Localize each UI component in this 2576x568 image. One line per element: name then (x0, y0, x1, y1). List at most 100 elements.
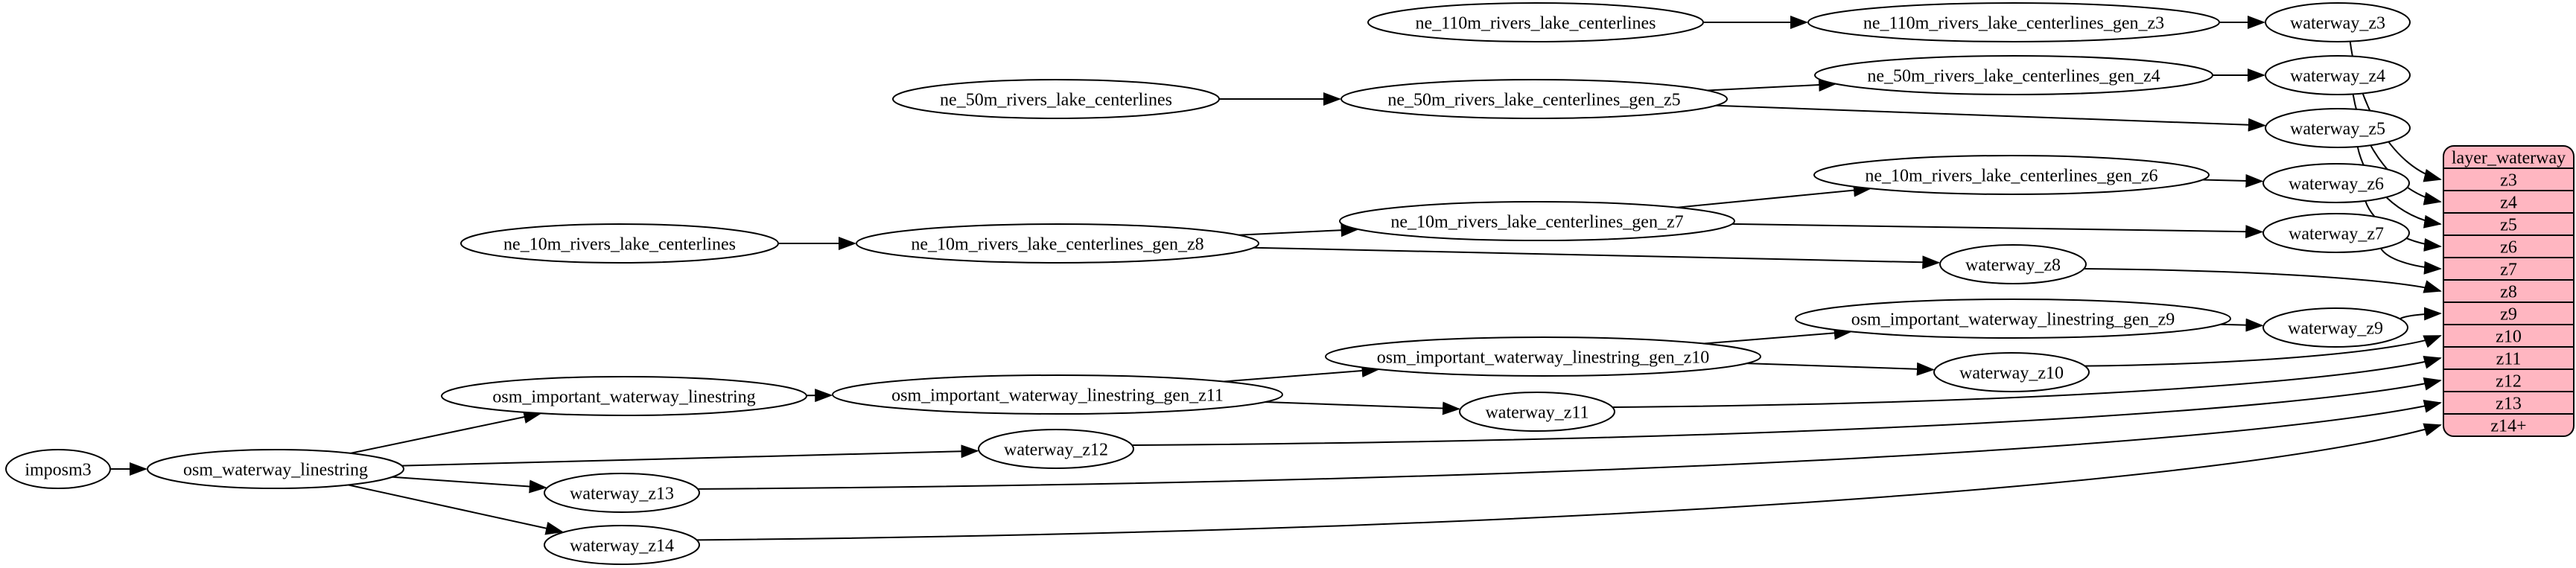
node-ellipse-ne_50m_rivers_lake_centerlines (892, 79, 1220, 119)
node-label-waterway_z10: waterway_z10 (1959, 363, 2064, 383)
edge-waterway_z8-to-layer_waterway-z8 (2084, 268, 2442, 293)
node-ellipse-osm_important_waterway_linestring_gen_z10 (1325, 336, 1761, 377)
node-ellipse-waterway_z14 (544, 525, 700, 565)
node-ne_10m_rivers_lake_centerlines_gen_z8: ne_10m_rivers_lake_centerlines_gen_z8 (856, 223, 1259, 264)
node-waterway_z7: waterway_z7 (2262, 213, 2410, 253)
table-row-z8: z8 (2500, 282, 2517, 301)
edge-osm_important_waterway_linestring_gen_z10-to-waterway_z10 (1746, 362, 1935, 376)
node-ellipse-waterway_z9 (2262, 307, 2408, 348)
node-osm_important_waterway_linestring_gen_z9: osm_important_waterway_linestring_gen_z9 (1795, 299, 2231, 339)
node-waterway_z14: waterway_z14 (544, 525, 700, 565)
node-label-osm_waterway_linestring: osm_waterway_linestring (183, 460, 368, 479)
table-row-z10: z10 (2496, 327, 2522, 346)
node-label-ne_50m_rivers_lake_centerlines_gen_z4: ne_50m_rivers_lake_centerlines_gen_z4 (1867, 66, 2160, 86)
node-ellipse-osm_waterway_linestring (147, 449, 404, 489)
node-label-waterway_z12: waterway_z12 (1004, 440, 1108, 459)
node-ellipse-ne_110m_rivers_lake_centerlines (1367, 2, 1704, 42)
node-waterway_z12: waterway_z12 (978, 429, 1134, 469)
node-ellipse-waterway_z7 (2262, 213, 2410, 253)
table-header-label: layer_waterway (2452, 148, 2566, 167)
node-label-osm_important_waterway_linestring_gen_z9: osm_important_waterway_linestring_gen_z9 (1851, 310, 2175, 329)
node-ellipse-ne_10m_rivers_lake_centerlines_gen_z7 (1339, 201, 1735, 241)
node-waterway_z10: waterway_z10 (1933, 352, 2090, 392)
node-waterway_z11: waterway_z11 (1459, 392, 1615, 432)
node-label-ne_50m_rivers_lake_centerlines_gen_z5: ne_50m_rivers_lake_centerlines_gen_z5 (1387, 90, 1680, 109)
edge-osm_waterway_linestring-to-waterway_z13 (392, 476, 547, 494)
edge-osm_important_waterway_linestring_gen_z11-to-osm_important_waterway_linestring_gen_z10 (1224, 364, 1380, 383)
node-waterway_z3: waterway_z3 (2265, 2, 2411, 42)
node-ellipse-waterway_z8 (1939, 244, 2087, 284)
node-label-osm_important_waterway_linestring_gen_z10: osm_important_waterway_linestring_gen_z1… (1377, 348, 1710, 367)
node-label-ne_10m_rivers_lake_centerlines_gen_z8: ne_10m_rivers_lake_centerlines_gen_z8 (911, 234, 1203, 254)
node-label-waterway_z5: waterway_z5 (2290, 119, 2385, 138)
edge-waterway_z11-to-layer_waterway-z11 (1612, 355, 2442, 408)
edge-waterway_z10-to-layer_waterway-z10 (2084, 335, 2442, 367)
node-ellipse-waterway_z11 (1459, 392, 1615, 432)
node-label-ne_10m_rivers_lake_centerlines_gen_z6: ne_10m_rivers_lake_centerlines_gen_z6 (1865, 166, 2157, 185)
node-waterway_z6: waterway_z6 (2262, 163, 2410, 203)
node-label-waterway_z7: waterway_z7 (2289, 224, 2384, 243)
node-ellipse-ne_10m_rivers_lake_centerlines_gen_z8 (856, 223, 1259, 264)
node-label-waterway_z13: waterway_z13 (570, 484, 674, 503)
node-osm_waterway_linestring: osm_waterway_linestring (147, 449, 404, 489)
node-ellipse-waterway_z3 (2265, 2, 2411, 42)
edge-ne_10m_rivers_lake_centerlines_gen_z8-to-ne_10m_rivers_lake_centerlines_gen_z7 (1238, 223, 1359, 237)
node-label-ne_10m_rivers_lake_centerlines: ne_10m_rivers_lake_centerlines (503, 234, 736, 254)
edge-ne_10m_rivers_lake_centerlines_gen_z8-to-waterway_z8 (1253, 246, 1941, 269)
edge-osm_waterway_linestring-to-osm_important_waterway_linestring (350, 410, 542, 454)
node-ne_50m_rivers_lake_centerlines_gen_z4: ne_50m_rivers_lake_centerlines_gen_z4 (1814, 55, 2213, 95)
node-ellipse-ne_10m_rivers_lake_centerlines_gen_z6 (1813, 155, 2210, 195)
node-ellipse-waterway_z12 (978, 429, 1134, 469)
table-row-z4: z4 (2500, 193, 2517, 212)
node-ellipse-waterway_z5 (2265, 108, 2411, 148)
edge-ne_10m_rivers_lake_centerlines_gen_z6-to-waterway_z6 (2202, 173, 2264, 188)
edges-layer (110, 16, 2442, 541)
table-layer_waterway: layer_waterwayz3z4z5z6z7z8z9z10z11z12z13… (2443, 145, 2575, 437)
table-row-z3: z3 (2500, 170, 2517, 190)
node-ne_50m_rivers_lake_centerlines: ne_50m_rivers_lake_centerlines (892, 79, 1220, 119)
node-waterway_z13: waterway_z13 (544, 473, 700, 513)
table-row-z6: z6 (2500, 237, 2517, 257)
edge-ne_10m_rivers_lake_centerlines_gen_z7-to-ne_10m_rivers_lake_centerlines_gen_z6 (1677, 183, 1871, 208)
table-row-z9: z9 (2500, 304, 2517, 324)
node-ellipse-osm_important_waterway_linestring (441, 376, 807, 416)
node-label-osm_important_waterway_linestring: osm_important_waterway_linestring (492, 387, 755, 406)
node-label-waterway_z4: waterway_z4 (2290, 66, 2385, 86)
node-waterway_z4: waterway_z4 (2265, 55, 2411, 95)
edge-osm_important_waterway_linestring_gen_z9-to-waterway_z9 (2220, 318, 2264, 332)
node-osm_important_waterway_linestring_gen_z11: osm_important_waterway_linestring_gen_z1… (832, 374, 1283, 415)
node-label-waterway_z9: waterway_z9 (2288, 319, 2383, 338)
node-osm_important_waterway_linestring_gen_z10: osm_important_waterway_linestring_gen_z1… (1325, 336, 1761, 377)
edge-osm_waterway_linestring-to-waterway_z12 (401, 444, 979, 467)
node-ellipse-osm_important_waterway_linestring_gen_z11 (832, 374, 1283, 415)
node-waterway_z8: waterway_z8 (1939, 244, 2087, 284)
node-imposm3: imposm3 (5, 449, 111, 489)
node-label-ne_110m_rivers_lake_centerlines: ne_110m_rivers_lake_centerlines (1416, 13, 1656, 33)
edge-osm_important_waterway_linestring_gen_z11-to-waterway_z11 (1265, 401, 1460, 415)
node-ne_10m_rivers_lake_centerlines: ne_10m_rivers_lake_centerlines (460, 223, 779, 264)
node-ellipse-ne_10m_rivers_lake_centerlines (460, 223, 779, 264)
nodes-layer: imposm3 osm_waterway_linestring osm_import… (5, 2, 2411, 565)
node-ellipse-waterway_z10 (1933, 352, 2090, 392)
node-ellipse-waterway_z6 (2262, 163, 2410, 203)
edge-osm_waterway_linestring-to-waterway_z14 (348, 484, 564, 535)
edge-waterway_z13-to-layer_waterway-z13 (697, 399, 2442, 490)
node-label-waterway_z11: waterway_z11 (1485, 403, 1588, 422)
node-label-waterway_z6: waterway_z6 (2289, 174, 2384, 194)
edge-ne_10m_rivers_lake_centerlines_gen_z7-to-waterway_z7 (1731, 223, 2264, 239)
node-waterway_z9: waterway_z9 (2262, 307, 2408, 348)
table-row-z11: z11 (2496, 349, 2522, 368)
node-label-ne_50m_rivers_lake_centerlines: ne_50m_rivers_lake_centerlines (940, 90, 1172, 109)
node-ne_110m_rivers_lake_centerlines_gen_z3: ne_110m_rivers_lake_centerlines_gen_z3 (1807, 2, 2220, 42)
edge-osm_important_waterway_linestring_gen_z10-to-osm_important_waterway_linestring_gen_z9 (1704, 326, 1852, 345)
node-label-imposm3: imposm3 (25, 460, 91, 479)
node-ne_50m_rivers_lake_centerlines_gen_z5: ne_50m_rivers_lake_centerlines_gen_z5 (1341, 79, 1728, 119)
node-ellipse-waterway_z4 (2265, 55, 2411, 95)
node-ellipse-ne_50m_rivers_lake_centerlines_gen_z5 (1341, 79, 1728, 119)
node-ellipse-ne_50m_rivers_lake_centerlines_gen_z4 (1814, 55, 2213, 95)
node-ellipse-osm_important_waterway_linestring_gen_z9 (1795, 299, 2231, 339)
node-label-ne_110m_rivers_lake_centerlines_gen_z3: ne_110m_rivers_lake_centerlines_gen_z3 (1863, 13, 2164, 33)
edge-waterway_z7-to-layer_waterway-z7 (2380, 248, 2442, 275)
